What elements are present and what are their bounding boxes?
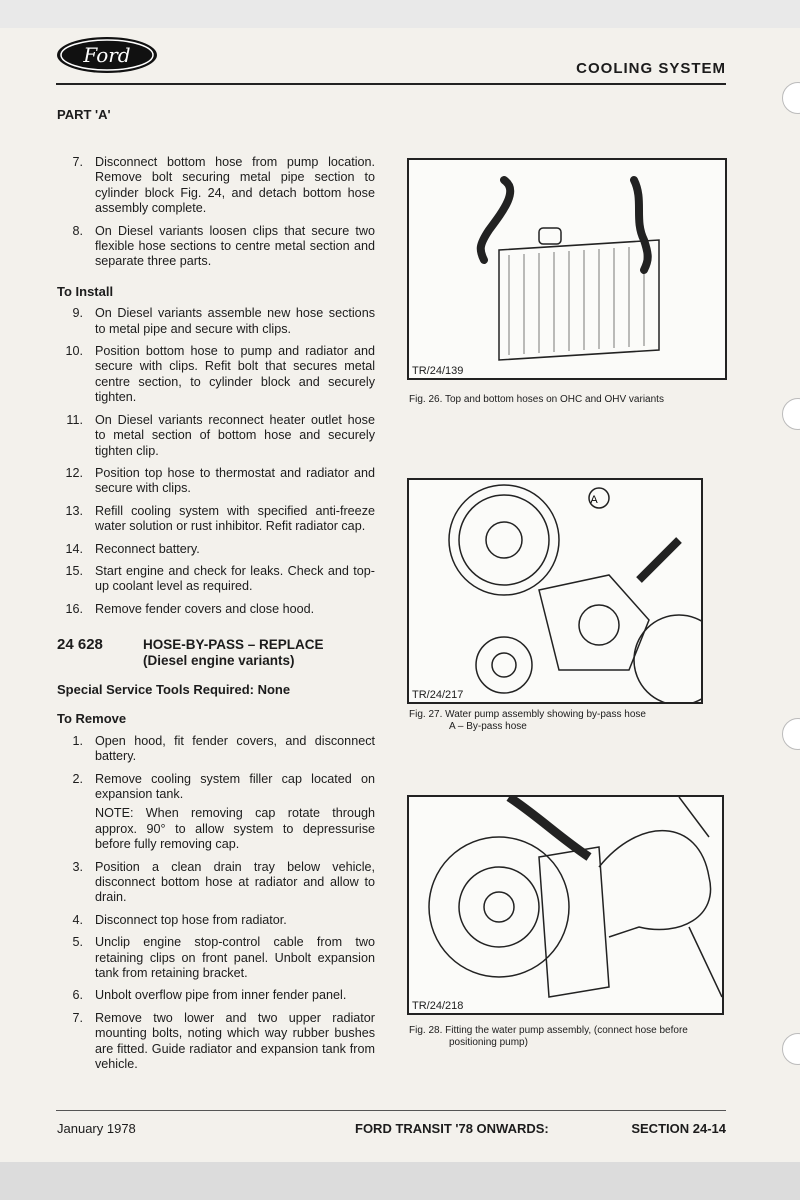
footer-divider bbox=[56, 1110, 726, 1111]
callout-a: A bbox=[590, 494, 598, 506]
step-item: 4.Disconnect top hose from radiator. bbox=[72, 912, 287, 927]
figure-water-pump: A TR/24/217 bbox=[407, 478, 703, 704]
step-item: 10.Position bottom hose to pump and radi… bbox=[65, 344, 375, 405]
instructions-column: 7.Disconnect bottom hose from pump locat… bbox=[57, 155, 375, 1080]
step-item: 11.On Diesel variants reconnect heater o… bbox=[66, 412, 375, 458]
punch-hole bbox=[782, 398, 800, 430]
step-item: 7.Disconnect bottom hose from pump locat… bbox=[72, 155, 375, 216]
header-divider bbox=[56, 83, 726, 85]
step-item: 3.Position a clean drain tray below vehi… bbox=[72, 859, 375, 905]
step-item: 12.Position top hose to thermostat and r… bbox=[65, 465, 375, 496]
step-item: 1.Open hood, fit fender covers, and disc… bbox=[72, 733, 375, 764]
special-tools: Special Service Tools Required: None bbox=[57, 681, 291, 697]
water-pump-illustration: A bbox=[448, 484, 701, 702]
to-remove-heading: To Remove bbox=[57, 711, 127, 727]
figure-ref: TR/24/218 bbox=[412, 1000, 464, 1012]
figure-caption: Fig. 26. Top and bottom hoses on OHC and… bbox=[409, 394, 664, 405]
step-item: 6.Unbolt overflow pipe from inner fender… bbox=[72, 988, 347, 1003]
figure-fitting-pump: TR/24/218 bbox=[407, 795, 724, 1015]
ford-logo: Ford bbox=[57, 37, 157, 73]
radiator-illustration bbox=[476, 176, 660, 361]
figure-caption: Fig. 28. Fitting the water pump assembly… bbox=[409, 1025, 688, 1048]
punch-hole bbox=[782, 718, 800, 750]
scan-bottom-edge bbox=[0, 1162, 800, 1200]
figure-ref: TR/24/217 bbox=[412, 689, 464, 701]
step-item: 8.On Diesel variants loosen clips that s… bbox=[72, 223, 375, 269]
step-item: 9.On Diesel variants assemble new hose s… bbox=[72, 306, 375, 336]
scan-top-edge bbox=[0, 0, 800, 28]
step-item: 14.Reconnect battery. bbox=[65, 541, 200, 556]
figure-caption: Fig. 27. Water pump assembly showing by-… bbox=[409, 709, 646, 732]
punch-hole bbox=[782, 82, 800, 114]
part-label: PART 'A' bbox=[57, 107, 111, 122]
step-item: 7.Remove two lower and two upper radiato… bbox=[72, 1010, 375, 1072]
footer-section: SECTION 24-14 bbox=[631, 1121, 726, 1136]
punch-hole bbox=[782, 1033, 800, 1065]
step-item: 5.Unclip engine stop-control cable from … bbox=[72, 935, 375, 981]
section-title: COOLING SYSTEM bbox=[576, 60, 726, 77]
figure-radiator-hoses: TR/24/139 bbox=[407, 158, 727, 380]
note: NOTE: When removing cap rotate through a… bbox=[95, 806, 375, 852]
footer-title: FORD TRANSIT '78 ONWARDS: bbox=[355, 1121, 549, 1136]
figure-ref: TR/24/139 bbox=[412, 365, 464, 377]
to-install-heading: To Install bbox=[57, 283, 114, 299]
svg-text:Ford: Ford bbox=[82, 43, 130, 67]
step-item: 2.Remove cooling system filler cap locat… bbox=[72, 771, 375, 852]
fitting-pump-illustration bbox=[428, 797, 722, 998]
footer-date: January 1978 bbox=[57, 1121, 136, 1136]
step-item: 13.Refill cooling system with specified … bbox=[65, 503, 375, 534]
step-item: 15.Start engine and check for leaks. Che… bbox=[65, 563, 375, 594]
operation-heading: 24 628 HOSE-BY-PASS – REPLACE(Diesel eng… bbox=[57, 636, 324, 668]
step-item: 16.Remove fender covers and close hood. bbox=[65, 601, 315, 616]
